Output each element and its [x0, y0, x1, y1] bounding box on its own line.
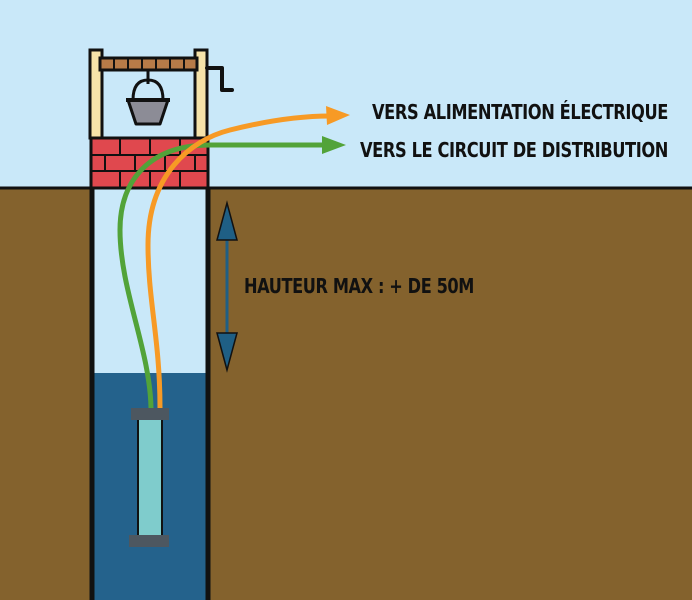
bucket-icon	[126, 70, 170, 126]
orange-pipe	[145, 113, 333, 411]
green-arrowhead	[322, 136, 346, 154]
submersible-pump-icon	[129, 408, 169, 547]
well-windlass-icon	[88, 48, 209, 140]
height-arrow-icon	[216, 200, 238, 373]
power-label: VERS ALIMENTATION ÉLECTRIQUE	[372, 100, 668, 124]
orange-arrowhead	[326, 106, 350, 125]
distribution-label: VERS LE CIRCUIT DE DISTRIBUTION	[360, 138, 668, 162]
height-label: HAUTEUR MAX : + DE 50M	[244, 274, 474, 298]
green-pipe	[117, 142, 328, 411]
crank-handle-icon	[205, 66, 234, 92]
